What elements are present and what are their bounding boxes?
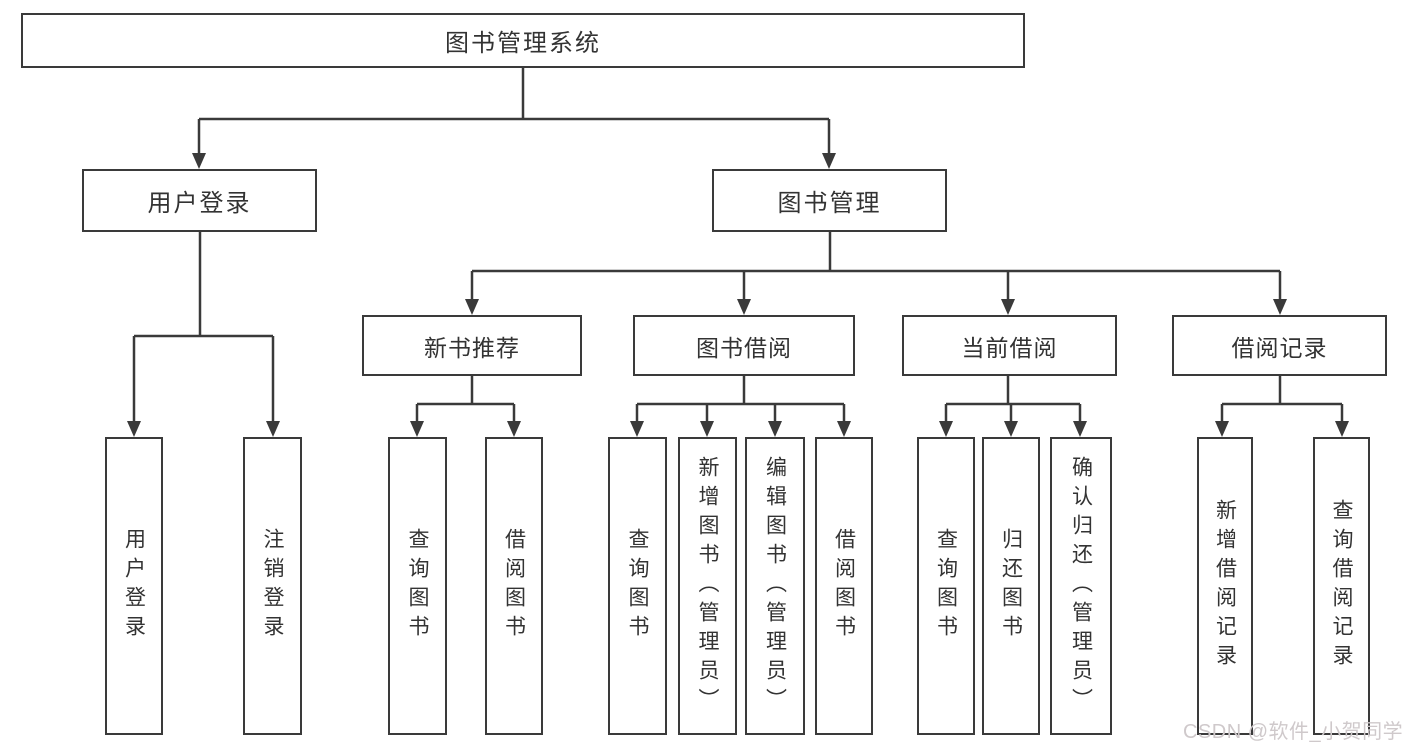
leaf-return-book: 归还图书 — [982, 437, 1040, 735]
leaf-add-book-admin: 新增图书（管理员） — [678, 437, 737, 735]
node-book-borrowing: 图书借阅 — [633, 315, 855, 376]
node-book-management-label: 图书管理 — [777, 190, 882, 217]
arrowhead-down-icon — [507, 421, 521, 437]
node-book-borrowing-label: 图书借阅 — [696, 334, 792, 361]
leaf-confirm-return-admin-label: 确认归还（管理员） — [1069, 455, 1093, 717]
node-user-login-label: 用户登录 — [147, 190, 252, 217]
connector-new-book-to-leaves — [410, 376, 521, 437]
leaf-add-book-admin-label: 新增图书（管理员） — [696, 455, 719, 717]
arrowhead-down-icon — [737, 299, 751, 315]
node-library-system: 图书管理系统 — [21, 13, 1025, 68]
leaf-user-login: 用户登录 — [105, 437, 163, 735]
connector-line — [415, 376, 516, 422]
node-current-borrowing-label: 当前借阅 — [961, 334, 1058, 361]
arrowhead-down-icon — [1001, 299, 1015, 315]
connector-book-mgmt-to-level3 — [465, 232, 1287, 315]
arrowhead-down-icon — [939, 421, 953, 437]
arrowhead-down-icon — [1004, 421, 1018, 437]
arrowhead-down-icon — [630, 421, 644, 437]
node-borrowing-records: 借阅记录 — [1172, 315, 1387, 376]
leaf-query-borrow-record-label: 查询借阅记录 — [1330, 499, 1353, 673]
arrowhead-down-icon — [1335, 421, 1349, 437]
leaf-add-borrow-record-label: 新增借阅记录 — [1213, 499, 1237, 673]
node-book-management: 图书管理 — [712, 169, 947, 232]
leaf-add-borrow-record: 新增借阅记录 — [1197, 437, 1253, 735]
connector-line — [635, 376, 846, 422]
connector-line — [470, 232, 1282, 300]
connector-records-to-leaves — [1215, 376, 1349, 437]
leaf-query-borrow-record: 查询借阅记录 — [1313, 437, 1370, 735]
arrowhead-down-icon — [768, 421, 782, 437]
arrowhead-down-icon — [266, 421, 280, 437]
leaf-borrow-books: 借阅图书 — [815, 437, 873, 735]
leaf-user-login-label: 用户登录 — [122, 528, 146, 644]
leaf-return-book-label: 归还图书 — [999, 528, 1023, 644]
node-borrowing-records-label: 借阅记录 — [1231, 334, 1328, 361]
arrowhead-down-icon — [127, 421, 141, 437]
leaf-edit-book-admin-label: 编辑图书（管理员） — [763, 455, 787, 717]
leaf-edit-book-admin: 编辑图书（管理员） — [745, 437, 805, 735]
leaf-logout: 注销登录 — [243, 437, 302, 735]
node-user-login: 用户登录 — [82, 169, 317, 232]
leaf-query-books-borrowing-label: 查询图书 — [626, 528, 649, 644]
leaf-query-books-current-label: 查询图书 — [934, 528, 958, 644]
arrowhead-down-icon — [1273, 299, 1287, 315]
connector-line — [132, 232, 275, 422]
arrowhead-down-icon — [822, 153, 836, 169]
leaf-query-books-borrowing: 查询图书 — [608, 437, 667, 735]
connector-line — [944, 376, 1082, 422]
arrowhead-down-icon — [192, 153, 206, 169]
arrowhead-down-icon — [1215, 421, 1229, 437]
connector-line — [197, 68, 831, 154]
node-library-system-label: 图书管理系统 — [445, 30, 601, 57]
leaf-borrow-books-recommend-label: 借阅图书 — [502, 528, 526, 644]
connector-borrow-to-leaves — [630, 376, 851, 437]
leaf-borrow-books-recommend: 借阅图书 — [485, 437, 543, 735]
leaf-logout-label: 注销登录 — [261, 528, 284, 644]
connector-line — [1220, 376, 1344, 422]
arrowhead-down-icon — [700, 421, 714, 437]
arrowhead-down-icon — [410, 421, 424, 437]
leaf-query-books-recommend-label: 查询图书 — [406, 528, 429, 644]
leaf-query-books-current: 查询图书 — [917, 437, 975, 735]
node-current-borrowing: 当前借阅 — [902, 315, 1117, 376]
connector-user-login-to-leaves — [127, 232, 280, 437]
arrowhead-down-icon — [465, 299, 479, 315]
connector-root-to-level2 — [192, 68, 836, 169]
leaf-borrow-books-label: 借阅图书 — [832, 528, 856, 644]
leaf-query-books-recommend: 查询图书 — [388, 437, 447, 735]
connector-current-to-leaves — [939, 376, 1087, 437]
watermark: CSDN @软件_小贺同学 — [1183, 721, 1404, 743]
arrowhead-down-icon — [837, 421, 851, 437]
leaf-confirm-return-admin: 确认归还（管理员） — [1050, 437, 1112, 735]
node-new-book-recommend-label: 新书推荐 — [424, 334, 520, 361]
arrowhead-down-icon — [1073, 421, 1087, 437]
node-new-book-recommend: 新书推荐 — [362, 315, 582, 376]
